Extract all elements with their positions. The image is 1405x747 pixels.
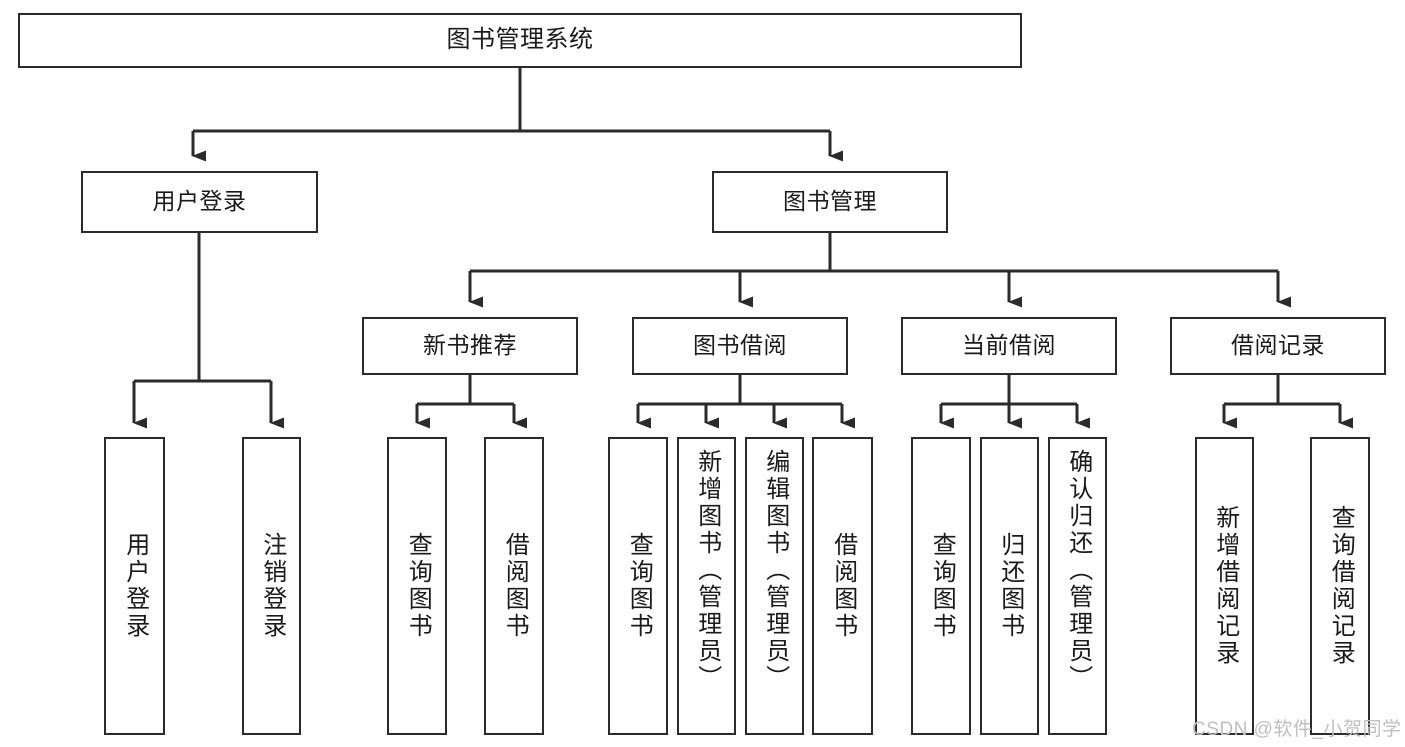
node-leaf-confirm-return[interactable]: 确认归还（管理员）	[1048, 437, 1107, 735]
node-label: 查询借阅记录	[1327, 505, 1355, 667]
node-label: 归还图书	[996, 532, 1024, 640]
node-label: 查询图书	[625, 532, 653, 640]
node-leaf-return-book[interactable]: 归还图书	[980, 437, 1039, 735]
node-root-system[interactable]: 图书管理系统	[18, 13, 1022, 68]
node-label: 图书管理	[783, 188, 877, 215]
csdn-watermark: CSDN @软件_小贺同学	[1192, 719, 1402, 740]
node-new-book-recommend[interactable]: 新书推荐	[362, 317, 578, 375]
node-borrow-record[interactable]: 借阅记录	[1170, 317, 1386, 375]
node-label: 借阅图书	[501, 532, 529, 640]
node-label: 新书推荐	[423, 332, 517, 359]
node-leaf-query-book-recommend[interactable]: 查询图书	[387, 437, 447, 735]
node-label: 编辑图书（管理员）	[761, 449, 789, 692]
node-label: 借阅图书	[829, 532, 857, 640]
node-leaf-query-book-borrow[interactable]: 查询图书	[608, 437, 668, 735]
node-leaf-user-login[interactable]: 用户登录	[104, 437, 165, 735]
node-label: 查询图书	[928, 532, 956, 640]
node-leaf-edit-book[interactable]: 编辑图书（管理员）	[745, 437, 804, 735]
node-label: 用户登录	[121, 532, 149, 640]
node-label: 图书管理系统	[446, 26, 594, 54]
node-leaf-query-book-current[interactable]: 查询图书	[911, 437, 971, 735]
node-label: 当前借阅	[962, 332, 1056, 359]
node-label: 图书借阅	[693, 332, 787, 359]
node-label: 注销登录	[258, 532, 286, 640]
node-book-manage[interactable]: 图书管理	[712, 171, 948, 233]
node-label: 确认归还（管理员）	[1064, 449, 1092, 692]
node-label: 借阅记录	[1231, 332, 1325, 359]
node-current-borrow[interactable]: 当前借阅	[901, 317, 1117, 375]
node-leaf-borrow-book-recommend[interactable]: 借阅图书	[484, 437, 544, 735]
node-leaf-logout-login[interactable]: 注销登录	[242, 437, 301, 735]
node-user-login[interactable]: 用户登录	[81, 171, 318, 233]
node-leaf-add-book[interactable]: 新增图书（管理员）	[677, 437, 736, 735]
node-book-borrow[interactable]: 图书借阅	[632, 317, 848, 375]
node-leaf-query-borrow-record[interactable]: 查询借阅记录	[1310, 437, 1370, 735]
node-label: 查询图书	[404, 532, 432, 640]
node-label: 新增借阅记录	[1211, 505, 1239, 667]
node-leaf-add-borrow-record[interactable]: 新增借阅记录	[1195, 437, 1254, 735]
node-label: 用户登录	[152, 188, 247, 215]
node-label: 新增图书（管理员）	[693, 449, 721, 692]
node-leaf-borrow-book[interactable]: 借阅图书	[812, 437, 873, 735]
